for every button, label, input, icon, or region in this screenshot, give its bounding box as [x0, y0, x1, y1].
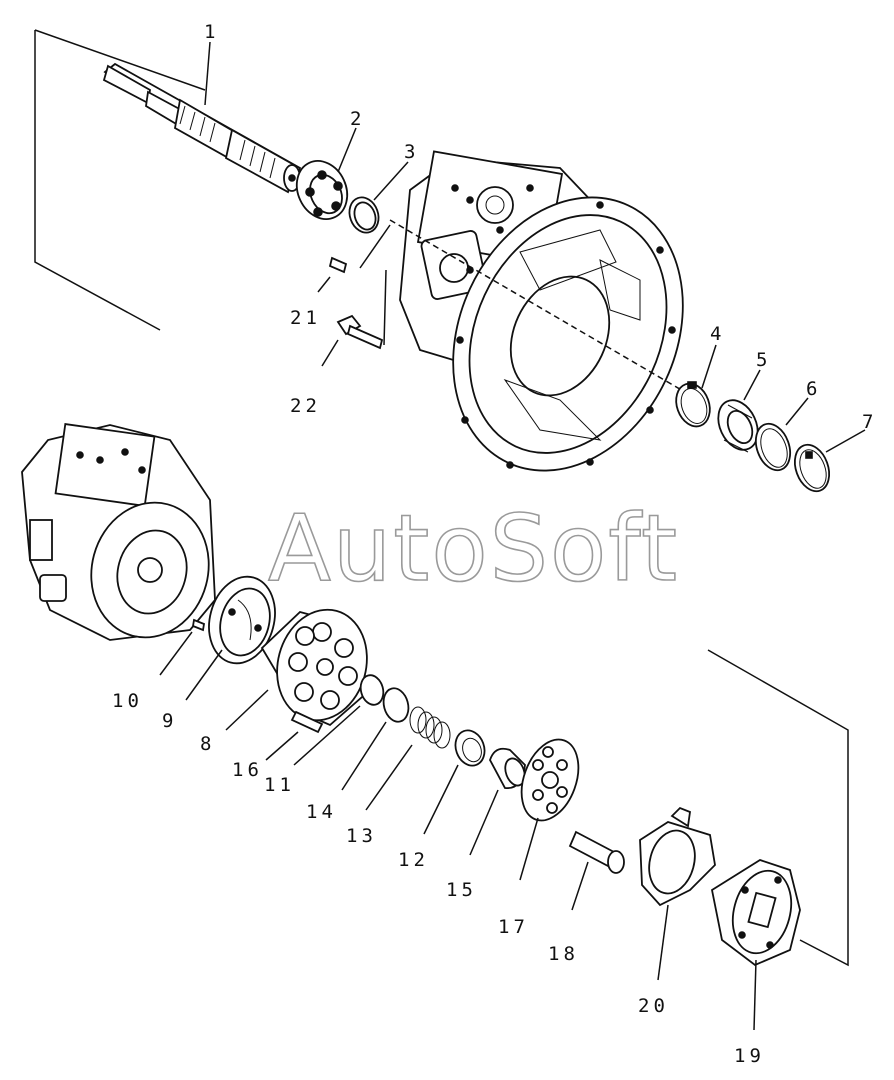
part-cylinder-block-8	[225, 608, 372, 731]
part-shaft	[102, 62, 302, 194]
callout-1: 1	[204, 21, 219, 43]
part-bushing-15	[469, 747, 526, 856]
callout-4: 4	[710, 323, 725, 345]
callout-22: 22	[290, 395, 321, 417]
part-bearing-2	[295, 160, 349, 220]
part-circlip-11	[293, 674, 385, 766]
part-sleeve-12	[423, 729, 486, 835]
callout-9: 9	[162, 710, 177, 732]
callout-15: 15	[446, 879, 477, 901]
callout-10: 10	[112, 690, 143, 712]
callout-11: 11	[264, 774, 295, 796]
part-pin-16	[265, 710, 324, 761]
callout-14: 14	[306, 801, 337, 823]
part-spring-13	[365, 706, 451, 811]
callout-3: 3	[404, 141, 419, 163]
part-snap-ring-4	[675, 381, 711, 428]
callout-18: 18	[548, 943, 579, 965]
part-swash-plate-20	[639, 806, 716, 981]
part-piston-18	[568, 830, 625, 911]
callout-16: 16	[232, 759, 263, 781]
part-side-casing	[21, 423, 216, 641]
callout-labels: 1 2 3 4 5 6 7 8 9 10 11 12 13 14 15 16 1…	[112, 21, 877, 1067]
callout-12: 12	[398, 849, 429, 871]
part-ring-14	[341, 687, 410, 791]
boundary-lines	[34, 29, 849, 967]
part-pin-10	[159, 618, 206, 676]
part-bolt-22	[321, 314, 384, 367]
callout-5: 5	[756, 349, 771, 371]
part-cradle-19	[710, 859, 801, 1031]
callout-19: 19	[734, 1045, 765, 1067]
callout-7: 7	[862, 411, 877, 433]
part-circlip-7	[793, 443, 831, 493]
part-retainer-17	[519, 738, 580, 881]
part-valve-plate-9	[185, 575, 276, 701]
leader-lines	[204, 41, 866, 453]
part-main-housing	[389, 150, 691, 472]
callout-13: 13	[346, 825, 377, 847]
callout-8: 8	[200, 733, 215, 755]
callout-17: 17	[498, 916, 529, 938]
callout-2: 2	[350, 108, 365, 130]
part-ring-3	[348, 196, 380, 234]
callout-20: 20	[638, 995, 669, 1017]
callout-21: 21	[290, 307, 321, 329]
part-ring-6	[754, 422, 792, 472]
part-bearing-5	[717, 399, 759, 453]
watermark-text: AutoSoft	[268, 495, 679, 602]
callout-6: 6	[806, 378, 821, 400]
part-pin-21	[317, 256, 348, 293]
